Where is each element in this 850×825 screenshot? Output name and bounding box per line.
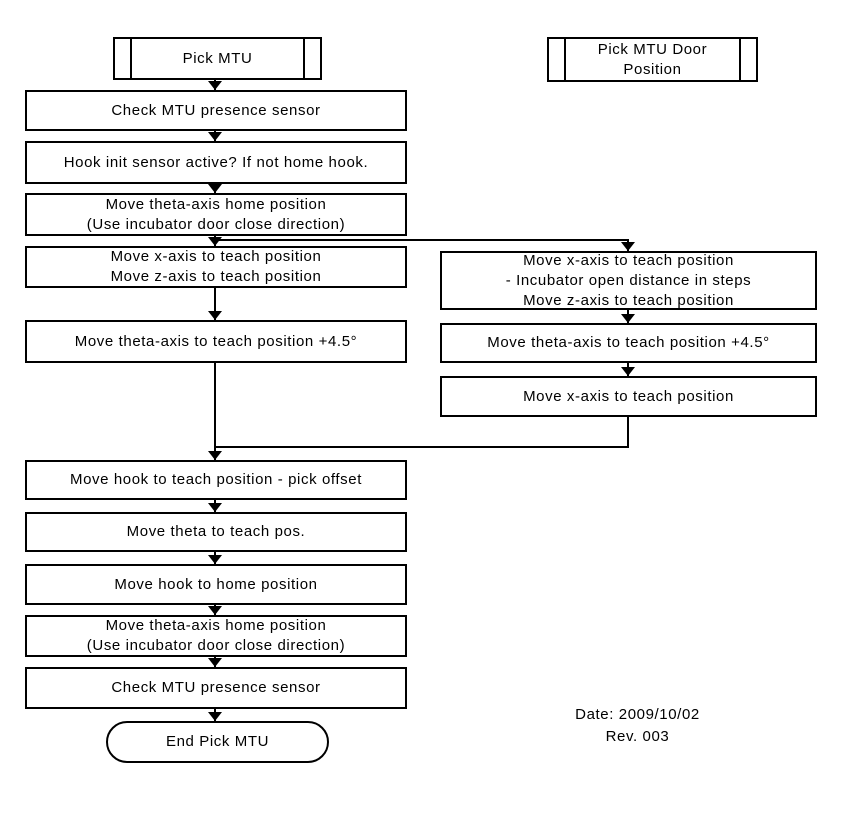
flow-line — [214, 288, 216, 321]
step-label: Hook init sensor active? If not home hoo… — [63, 153, 369, 171]
predefined-process-bar — [303, 39, 305, 78]
step-theta-teach-pos: Move theta to teach pos. — [25, 512, 407, 552]
step-theta-home-position-1: Move theta-axis home position (Use incub… — [25, 193, 407, 236]
step-check-mtu-presence-sensor-2: Check MTU presence sensor — [25, 667, 407, 709]
step-label: Move hook to teach position - pick offse… — [70, 471, 362, 488]
step-hook-home-position: Move hook to home position — [25, 564, 407, 605]
predefined-process-bar — [130, 39, 132, 78]
arrow-down-icon — [208, 237, 222, 246]
step-label: Move hook to home position — [114, 575, 318, 593]
step-label: (Use incubator door close direction) — [86, 215, 346, 233]
step-theta-teach-plus-4-5: Move theta-axis to teach position +4.5° — [25, 320, 407, 363]
start-node-label: Pick MTU Door — [597, 40, 708, 58]
step-label: Move theta-axis home position — [105, 617, 327, 634]
step-theta-home-position-2: Move theta-axis home position (Use incub… — [25, 615, 407, 657]
arrow-down-icon — [208, 451, 222, 460]
arrow-down-icon — [208, 81, 222, 90]
step-door-move-x-z-open-distance: Move x-axis to teach position - Incubato… — [440, 251, 817, 310]
step-label: Move z-axis to teach position — [523, 291, 734, 309]
predefined-process-bar — [564, 39, 566, 80]
step-label: Move theta-axis to teach position +4.5° — [74, 332, 358, 350]
step-label: Move theta-axis home position — [105, 195, 327, 213]
step-label: Move x-axis to teach position — [110, 248, 322, 265]
flow-line-branch-right — [214, 239, 629, 241]
arrow-down-icon — [621, 242, 635, 251]
arrow-down-icon — [208, 606, 222, 615]
step-hook-init-sensor: Hook init sensor active? If not home hoo… — [25, 141, 407, 184]
arrow-down-icon — [208, 184, 222, 193]
step-door-theta-teach-plus-4-5: Move theta-axis to teach position +4.5° — [440, 323, 817, 363]
end-node-pick-mtu: End Pick MTU — [106, 721, 329, 763]
step-label: (Use incubator door close direction) — [86, 637, 346, 654]
start-node-pick-mtu: Pick MTU — [113, 37, 322, 80]
end-node-label: End Pick MTU — [165, 733, 270, 750]
step-label: - Incubator open distance in steps — [505, 271, 752, 289]
start-node-label: Position — [623, 60, 682, 78]
start-node-pick-mtu-door-position: Pick MTU Door Position — [547, 37, 758, 82]
step-label: Check MTU presence sensor — [111, 101, 321, 119]
step-label: Move theta to teach pos. — [126, 523, 306, 540]
arrow-down-icon — [208, 503, 222, 512]
step-label: Move x-axis to teach position — [523, 387, 734, 405]
step-label: Move z-axis to teach position — [110, 268, 322, 285]
step-check-mtu-presence-sensor-1: Check MTU presence sensor — [25, 90, 407, 131]
revision-note: Date: 2009/10/02 Rev. 003 — [530, 704, 745, 748]
arrow-down-icon — [208, 311, 222, 320]
arrow-down-icon — [208, 712, 222, 721]
arrow-down-icon — [208, 132, 222, 141]
date-text: Date: 2009/10/02 — [575, 706, 700, 723]
flow-line — [627, 417, 629, 448]
step-hook-teach-pick-offset: Move hook to teach position - pick offse… — [25, 460, 407, 500]
start-node-label: Pick MTU — [182, 49, 253, 67]
step-label: Move theta-axis to teach position +4.5° — [487, 334, 770, 351]
flow-line — [214, 363, 216, 461]
step-move-x-z-teach: Move x-axis to teach position Move z-axi… — [25, 246, 407, 288]
step-label: Move x-axis to teach position — [523, 251, 734, 269]
arrow-down-icon — [621, 367, 635, 376]
step-label: Check MTU presence sensor — [111, 679, 321, 696]
arrow-down-icon — [208, 658, 222, 667]
flow-line-return-left — [214, 446, 629, 448]
step-door-move-x-teach: Move x-axis to teach position — [440, 376, 817, 417]
predefined-process-bar — [739, 39, 741, 80]
arrow-down-icon — [621, 314, 635, 323]
arrow-down-icon — [208, 555, 222, 564]
revision-text: Rev. 003 — [605, 728, 670, 745]
